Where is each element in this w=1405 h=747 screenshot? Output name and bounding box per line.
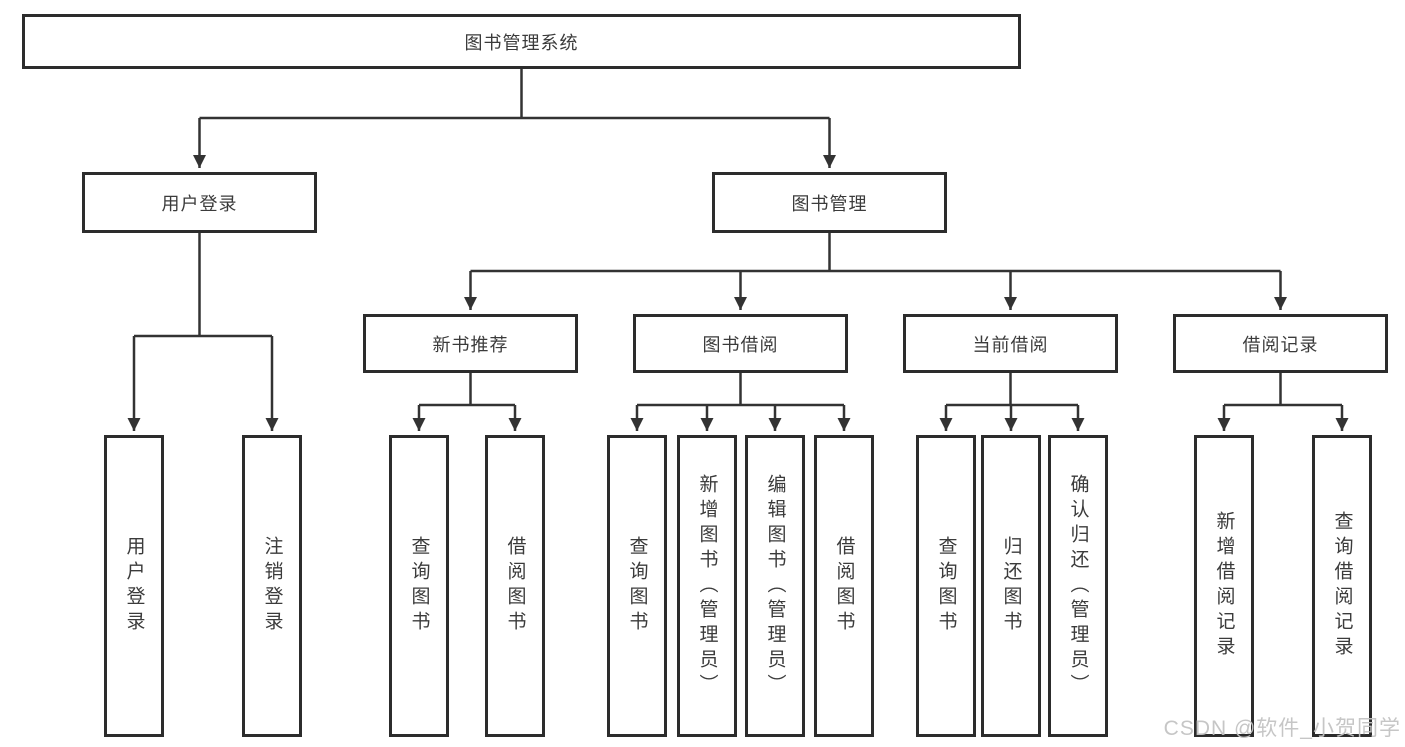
- node-library-system-root: 图书管理系统: [22, 14, 1021, 69]
- leaf-label: 新增借阅记录: [1213, 511, 1235, 661]
- edge-root-to-level2: [193, 69, 836, 168]
- leaf-label: 查询图书: [935, 536, 957, 636]
- leaf-label: 用户登录: [123, 536, 145, 636]
- node-label: 借阅记录: [1242, 334, 1319, 355]
- node-label: 图书管理: [791, 193, 868, 214]
- leaf-query-books-current: 查询图书: [916, 435, 976, 737]
- node-borrow-records: 借阅记录: [1173, 314, 1388, 373]
- leaf-label: 查询借阅记录: [1331, 511, 1353, 661]
- edge-current-borrow-to-leaves: [939, 373, 1085, 431]
- leaf-label: 归还图书: [1000, 536, 1022, 636]
- edge-new-book-to-leaves: [412, 373, 522, 431]
- edge-book-management-to-level3: [464, 233, 1287, 310]
- leaf-add-books-admin: 新增图书（管理员）: [677, 435, 737, 737]
- node-new-book-recommend: 新书推荐: [363, 314, 578, 373]
- node-label: 图书管理系统: [464, 32, 579, 53]
- leaf-confirm-return-admin: 确认归还（管理员）: [1048, 435, 1108, 737]
- leaf-query-books-recommend: 查询图书: [389, 435, 449, 737]
- leaf-query-borrow-record: 查询借阅记录: [1312, 435, 1372, 737]
- node-book-borrow: 图书借阅: [633, 314, 848, 373]
- leaf-add-borrow-record: 新增借阅记录: [1194, 435, 1254, 737]
- node-label: 新书推荐: [432, 334, 509, 355]
- node-user-login: 用户登录: [82, 172, 317, 233]
- node-label: 用户登录: [161, 193, 238, 214]
- leaf-query-books-borrow: 查询图书: [607, 435, 667, 737]
- leaf-return-books: 归还图书: [981, 435, 1041, 737]
- node-label: 当前借阅: [972, 334, 1049, 355]
- node-label: 图书借阅: [702, 334, 779, 355]
- leaf-label: 借阅图书: [833, 536, 855, 636]
- leaf-borrow-books-recommend: 借阅图书: [485, 435, 545, 737]
- edge-borrow-records-to-leaves: [1217, 373, 1349, 431]
- leaf-label: 编辑图书（管理员）: [764, 473, 786, 699]
- leaf-label: 查询图书: [408, 536, 430, 636]
- leaf-label: 确认归还（管理员）: [1067, 473, 1089, 699]
- leaf-borrow-books: 借阅图书: [814, 435, 874, 737]
- node-book-management: 图书管理: [712, 172, 947, 233]
- leaf-user-login: 用户登录: [104, 435, 164, 737]
- leaf-label: 借阅图书: [504, 536, 526, 636]
- node-current-borrow: 当前借阅: [903, 314, 1118, 373]
- edge-user-login-to-leaves: [127, 233, 279, 431]
- leaf-label: 注销登录: [261, 536, 283, 636]
- leaf-edit-books-admin: 编辑图书（管理员）: [745, 435, 805, 737]
- leaf-label: 新增图书（管理员）: [696, 473, 718, 699]
- leaf-label: 查询图书: [626, 536, 648, 636]
- leaf-logout: 注销登录: [242, 435, 302, 737]
- edge-book-borrow-to-leaves: [630, 373, 851, 431]
